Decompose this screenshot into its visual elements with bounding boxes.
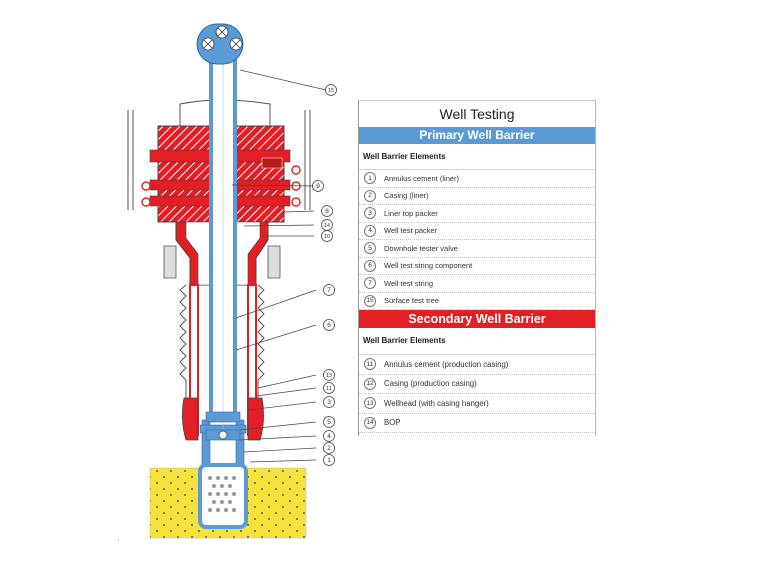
item-number-badge: 6	[364, 259, 376, 272]
callout-10: 10	[321, 230, 333, 242]
item-number-badge: 15	[364, 294, 376, 307]
svg-text:9: 9	[316, 183, 320, 190]
svg-text:1: 1	[327, 457, 331, 464]
item-label: BOP	[384, 418, 401, 428]
primary-elements-subheader: Well Barrier Elements	[359, 144, 595, 170]
bop-side-valves	[141, 165, 301, 207]
callout-7: 7	[323, 284, 335, 296]
callout-14: 14	[321, 219, 333, 231]
callout-4: 4	[323, 430, 335, 442]
svg-text:15: 15	[328, 88, 334, 94]
conductor-casing-left	[179, 284, 187, 400]
list-item: 12 Casing (production casing)	[359, 375, 595, 394]
callout-markers: 15 9 8 14 10 7 6 13 11 3 5 4 2 1	[312, 84, 337, 466]
item-number-badge: 12	[364, 377, 376, 390]
callout-8: 8	[321, 205, 333, 217]
callout-3: 3	[323, 396, 335, 408]
item-label: Surface test tree	[384, 296, 440, 306]
perforated-liner	[198, 463, 248, 529]
svg-text:10: 10	[324, 234, 330, 240]
item-label: Well test string component	[384, 261, 473, 271]
item-number-badge: 1	[364, 172, 376, 185]
item-number-badge: 14	[364, 416, 376, 429]
svg-text:4: 4	[327, 433, 331, 440]
list-item: 5 Downhole tester valve	[359, 240, 595, 258]
secondary-elements-subheader: Well Barrier Elements	[359, 328, 595, 355]
item-label: Liner top packer	[384, 208, 438, 218]
secondary-barrier-header: Secondary Well Barrier	[359, 310, 595, 328]
callout-13: 13	[323, 369, 335, 381]
well-test-string-left	[209, 56, 213, 416]
svg-text:3: 3	[327, 399, 331, 406]
list-item: 13 Wellhead (with casing hanger)	[359, 394, 595, 414]
item-label: Casing (liner)	[384, 191, 429, 201]
item-number-badge: 2	[364, 189, 376, 202]
item-number-badge: 11	[364, 358, 376, 371]
item-number-badge: 3	[364, 207, 376, 220]
callout-9: 9	[312, 180, 324, 192]
tester-valve-ball	[218, 430, 228, 440]
callout-1: 1	[323, 454, 335, 466]
item-number-badge: 4	[364, 224, 376, 237]
list-item: 4 Well test packer	[359, 223, 595, 240]
annulus-cement-production	[182, 397, 199, 441]
list-item: 15 Surface test tree	[359, 293, 595, 310]
item-label: Annulus cement (liner)	[384, 173, 460, 183]
conductor-casing-right	[257, 284, 265, 400]
item-label: Well test packer	[384, 226, 438, 236]
callout-5: 5	[323, 416, 335, 428]
item-number-badge: 13	[364, 397, 376, 410]
svg-text:8: 8	[325, 208, 329, 215]
list-item: 11 Annulus cement (production casing)	[359, 355, 595, 375]
well-test-string-right	[233, 56, 237, 416]
svg-text:14: 14	[324, 223, 330, 229]
list-item: 2 Casing (liner)	[359, 188, 595, 205]
callout-6: 6	[323, 319, 335, 331]
surface-test-tree	[196, 23, 244, 65]
list-item: 3 Liner top packer	[359, 205, 595, 223]
callout-leaders	[231, 69, 327, 463]
list-item: 6 Well test string component	[359, 258, 595, 275]
list-item: 14 BOP	[359, 414, 595, 433]
callout-11: 11	[323, 382, 335, 394]
list-item: 1 Annulus cement (liner)	[359, 170, 595, 188]
perforations	[208, 476, 236, 512]
callout-2: 2	[323, 442, 335, 454]
wellhead-flanges	[163, 245, 281, 279]
table-title: Well Testing	[359, 100, 595, 127]
item-label: Wellhead (with casing hanger)	[384, 398, 489, 408]
item-number-badge: 7	[364, 277, 376, 290]
item-number-badge: 5	[364, 242, 376, 255]
svg-text:2: 2	[327, 445, 331, 452]
list-item: 7 Well test string	[359, 275, 595, 293]
stray-dot	[118, 539, 119, 540]
item-label: Annulus cement (production casing)	[384, 359, 509, 369]
svg-text:6: 6	[327, 322, 331, 329]
svg-text:5: 5	[327, 419, 331, 426]
item-label: Well test string	[384, 278, 434, 288]
callout-15: 15	[325, 84, 337, 96]
well-test-packer	[205, 411, 241, 423]
svg-text:11: 11	[326, 386, 332, 392]
svg-text:7: 7	[327, 287, 331, 294]
annulus-cement-production-right	[247, 397, 264, 441]
well-barrier-table: Well Testing Primary Well Barrier Well B…	[358, 100, 596, 436]
bop-label-box	[261, 157, 283, 169]
primary-barrier-header: Primary Well Barrier	[359, 127, 595, 144]
svg-text:13: 13	[326, 373, 332, 379]
item-label: Casing (production casing)	[384, 379, 477, 389]
item-label: Downhole tester valve	[384, 243, 458, 253]
secondary-elements-list: 11 Annulus cement (production casing) 12 Ca…	[359, 355, 595, 433]
